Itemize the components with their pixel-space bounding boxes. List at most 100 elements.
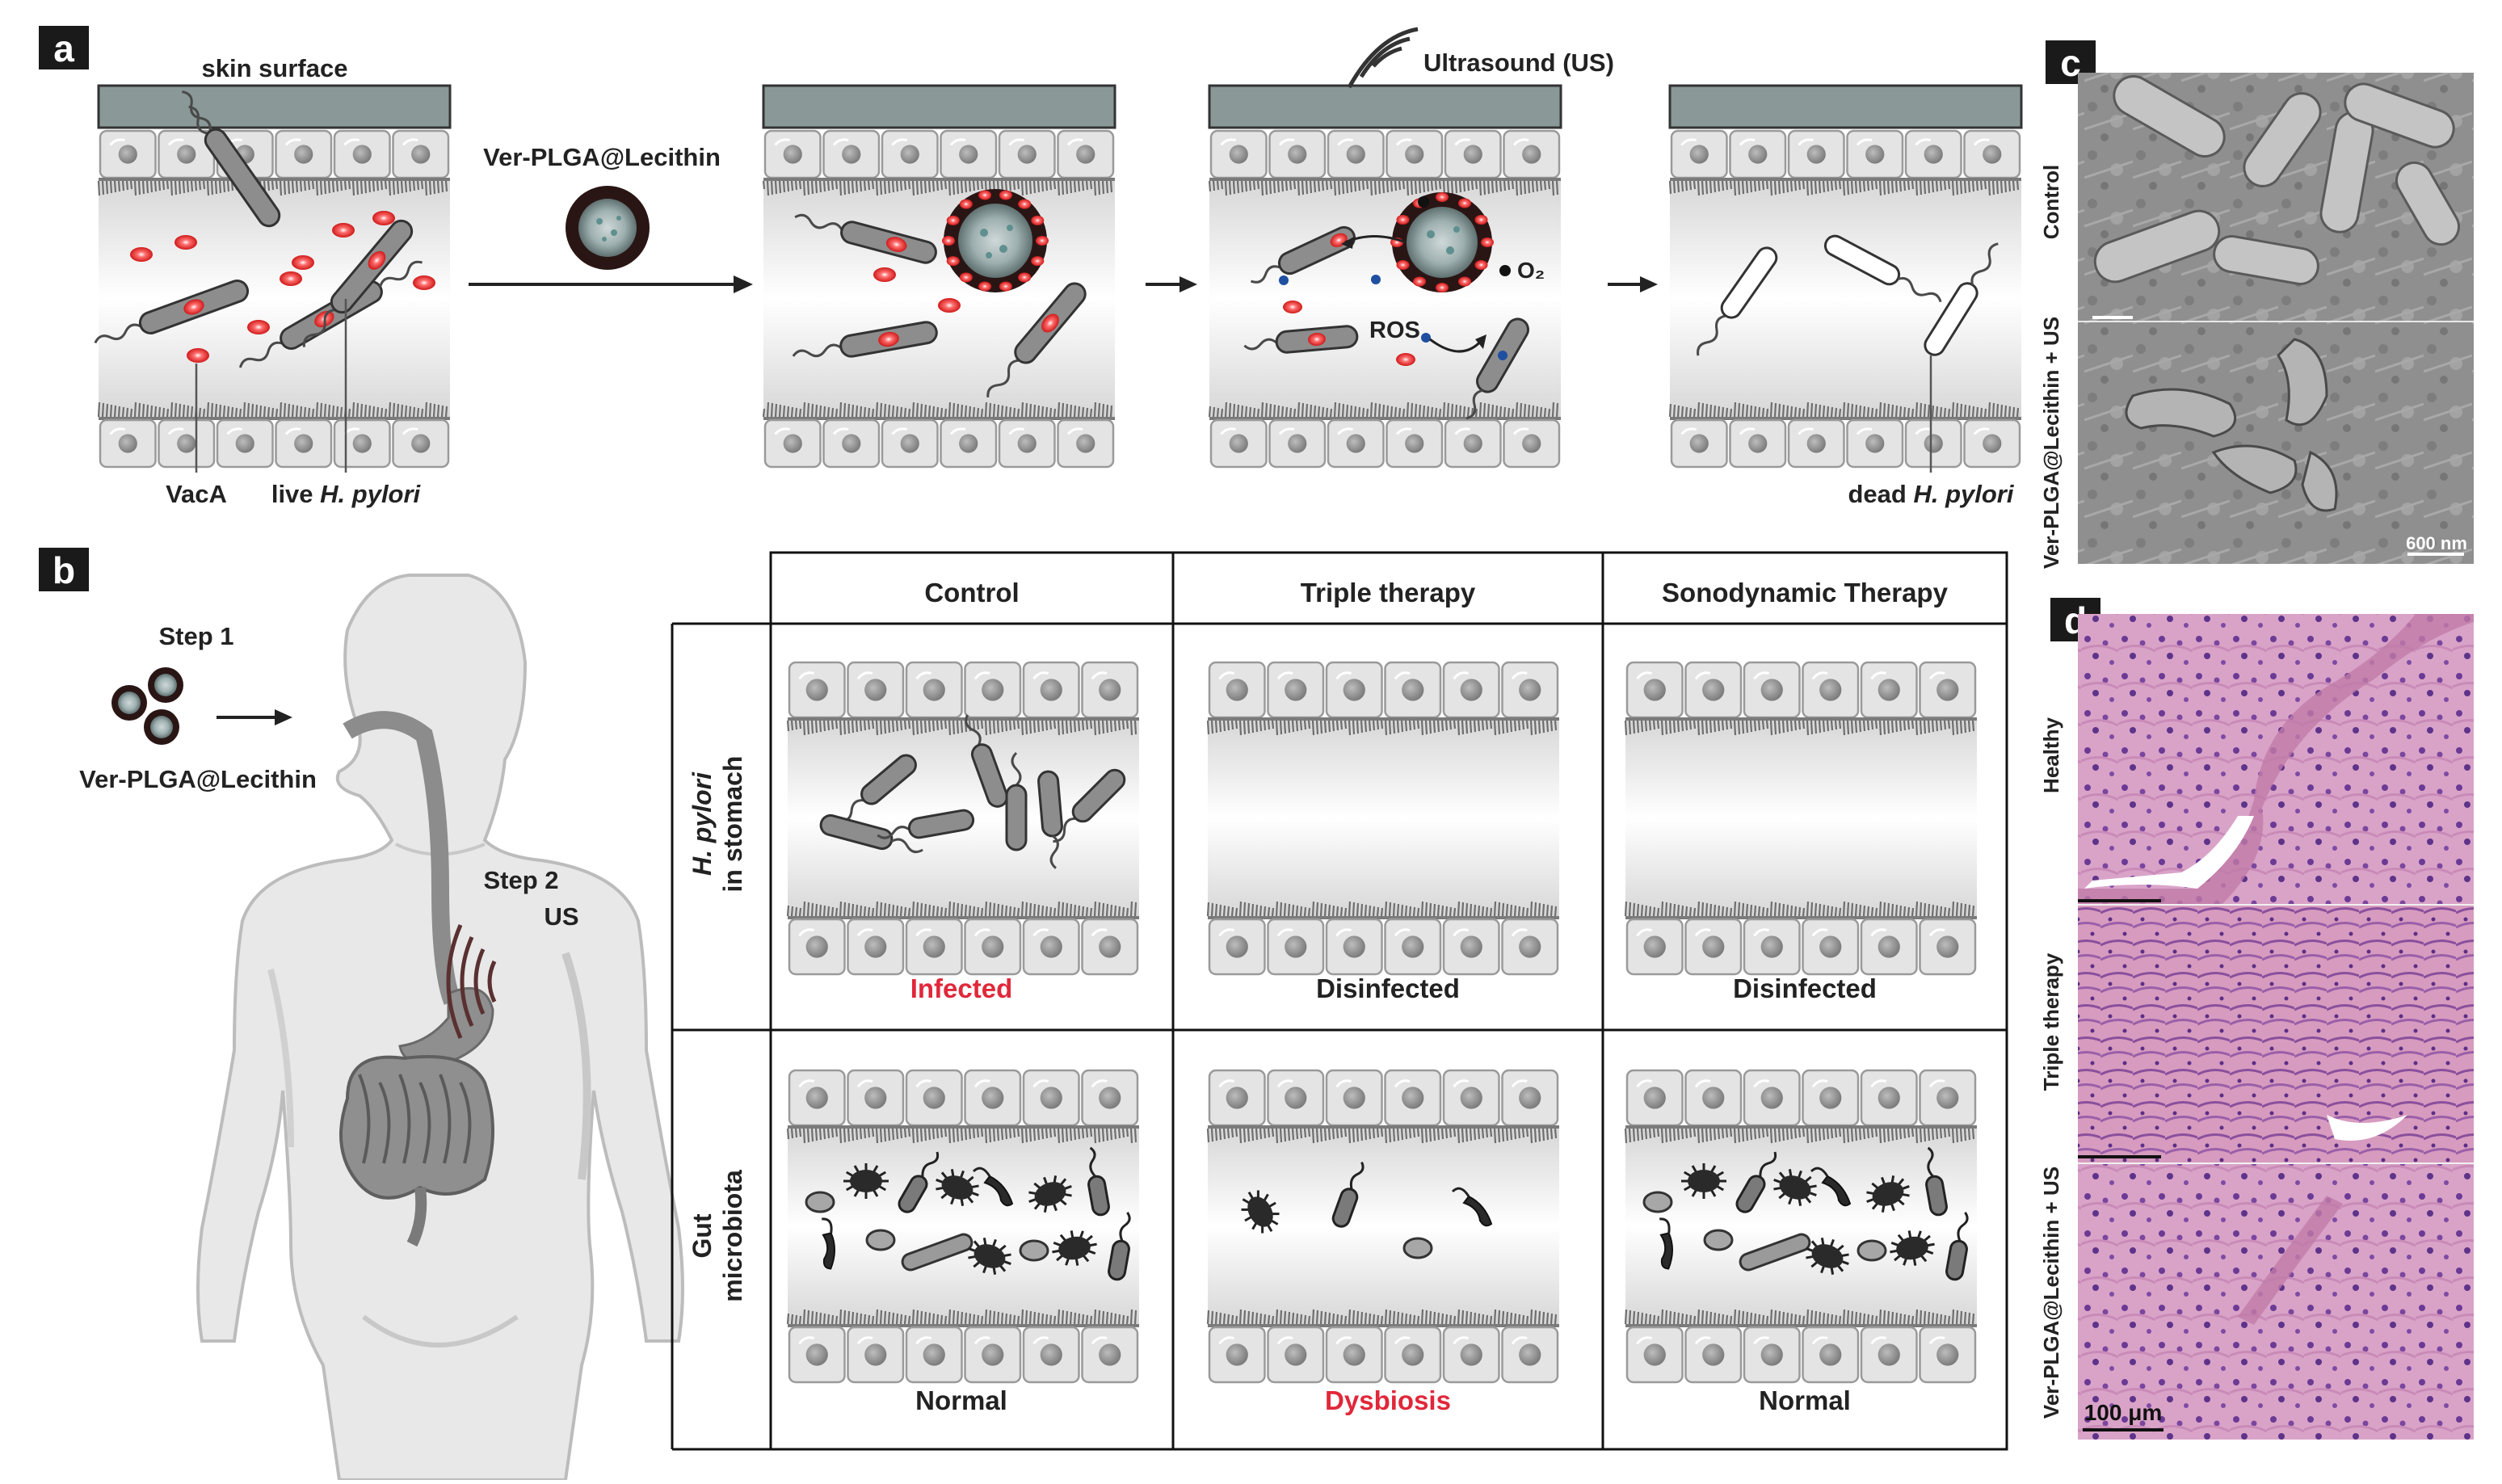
ros-arrow bbox=[1429, 338, 1484, 353]
ultrasound-label: Ultrasound (US) bbox=[1423, 48, 1614, 77]
panel-a-letter: a bbox=[53, 27, 74, 69]
he-triple-label: Triple therapy bbox=[2039, 952, 2063, 1091]
panel-a: a skin surface bbox=[39, 26, 2023, 508]
us-waves-b bbox=[446, 924, 497, 1039]
vaca-toxin bbox=[938, 298, 961, 313]
bacterium bbox=[1465, 317, 1529, 420]
control-h-pylori-group bbox=[819, 714, 1126, 869]
ver-plga-lecithin-particle bbox=[1392, 192, 1492, 292]
live-h-pylori-bacterium bbox=[302, 219, 414, 347]
step1-label: Step 1 bbox=[158, 622, 233, 650]
sem-image-treated bbox=[2078, 322, 2474, 564]
ros-label: ROS bbox=[1369, 317, 1420, 343]
vaca-toxin-group bbox=[130, 211, 435, 363]
vaca-toxin bbox=[1396, 353, 1415, 366]
particles-step1 bbox=[111, 667, 183, 745]
dead-h-pylori-bacterium bbox=[1924, 242, 1999, 356]
status-normal: Normal bbox=[915, 1385, 1007, 1415]
row-label-in-stomach: in stomach bbox=[718, 756, 747, 893]
comparison-table: Control Triple therapy Sonodynamic Thera… bbox=[671, 551, 2008, 1451]
ros-dot bbox=[1421, 333, 1431, 343]
sem-rods-control bbox=[2093, 75, 2460, 285]
vaca-toxin bbox=[175, 235, 197, 250]
he-image-treated bbox=[2078, 1163, 2474, 1440]
panel-b: b Step 1 Ver-PLGA@ bbox=[39, 548, 2008, 1482]
vaca-toxin bbox=[372, 211, 395, 225]
tissue-block-3 bbox=[1208, 84, 1562, 469]
vaca-toxin bbox=[280, 271, 302, 286]
arrow-a2-head bbox=[1180, 276, 1197, 292]
column-header: Sonodynamic Therapy bbox=[1662, 578, 1949, 607]
gut-microbiota-normal bbox=[805, 1146, 1131, 1281]
dead-h-pylori-bacterium bbox=[1823, 234, 1942, 303]
skin-surface-label: skin surface bbox=[202, 54, 348, 82]
bacterium bbox=[792, 321, 938, 358]
vaca-toxin bbox=[247, 320, 270, 334]
column-header: Control bbox=[924, 578, 1019, 607]
arrow-a1-head bbox=[734, 275, 753, 293]
tissue-control-gut bbox=[786, 1069, 1139, 1384]
live-bacteria-group bbox=[94, 90, 423, 368]
vaca-bound-ring bbox=[942, 190, 1049, 292]
human-body-illustration bbox=[196, 574, 684, 1482]
sem-treated-label: Ver-PLGA@Lecithin + US bbox=[2039, 317, 2063, 569]
row-label-microbiota: microbiota bbox=[718, 1170, 747, 1302]
row-label-h-pylori: H. pylori bbox=[688, 771, 717, 876]
status-disinfected: Disinfected bbox=[1733, 973, 1877, 1003]
bacterium bbox=[986, 282, 1087, 398]
vaca-toxin bbox=[413, 275, 435, 290]
ros-dot bbox=[1371, 275, 1381, 284]
vaca-toxin bbox=[332, 223, 355, 238]
sem-control-label: Control bbox=[2039, 165, 2063, 239]
oxygen-dot bbox=[1499, 265, 1511, 276]
gut-microbiota-normal bbox=[1642, 1146, 1969, 1281]
live-h-pylori-label: live H. pylori bbox=[271, 480, 422, 508]
tissue-block-4 bbox=[1668, 84, 2023, 469]
step2-label: Step 2 bbox=[483, 866, 558, 894]
tissue-block-2 bbox=[762, 84, 1116, 469]
sem-rods-treated bbox=[2125, 338, 2338, 512]
ros-dot bbox=[1279, 275, 1289, 285]
tissue-block-1 bbox=[97, 84, 452, 469]
intestines bbox=[339, 1055, 494, 1247]
he-image-triple-therapy bbox=[2078, 905, 2474, 1163]
panel-d: d 100 μm Healthy Triple therapy Ver-PLGA… bbox=[2039, 598, 2474, 1440]
he-healthy-label: Healthy bbox=[2039, 717, 2063, 793]
agent-label-a: Ver-PLGA@Lecithin bbox=[483, 143, 721, 171]
status-infected: Infected bbox=[910, 973, 1013, 1003]
ultrasound-waves-a bbox=[1347, 27, 1419, 89]
agent-label-b: Ver-PLGA@Lecithin bbox=[79, 765, 317, 793]
tissue-sdt-gut bbox=[1624, 1069, 1977, 1384]
particle-binding-group bbox=[792, 189, 1087, 398]
sem-scale-label: 600 nm bbox=[2406, 533, 2467, 553]
dead-h-pylori-bacterium bbox=[1697, 246, 1778, 356]
ver-plga-lecithin-particle bbox=[944, 189, 1047, 292]
gut-microbiota-dysbiosis bbox=[1241, 1161, 1493, 1259]
dead-bacteria-group bbox=[1697, 234, 1999, 356]
oxygen-dot bbox=[1418, 196, 1429, 208]
us-label-b: US bbox=[544, 902, 578, 931]
ver-plga-lecithin-particle bbox=[566, 186, 650, 270]
tissue-triple-gut bbox=[1206, 1069, 1559, 1384]
vaca-toxin bbox=[130, 247, 153, 262]
dead-h-pylori-label: dead H. pylori bbox=[1848, 480, 2015, 508]
panel-c-letter: c bbox=[2060, 42, 2081, 84]
status-dysbiosis: Dysbiosis bbox=[1325, 1385, 1451, 1415]
column-header: Triple therapy bbox=[1301, 578, 1476, 607]
row-label-gut: Gut bbox=[688, 1213, 717, 1258]
arrow-a3-head bbox=[1640, 276, 1658, 292]
sonodynamic-group: O₂ ROS bbox=[1243, 192, 1545, 420]
status-normal: Normal bbox=[1759, 1385, 1851, 1415]
vaca-toxin bbox=[1283, 301, 1302, 313]
panel-b-badge bbox=[39, 548, 89, 591]
vaca-toxin bbox=[292, 255, 314, 270]
status-disinfected: Disinfected bbox=[1316, 973, 1460, 1003]
bacterium bbox=[794, 213, 937, 264]
bacterium bbox=[1243, 325, 1359, 354]
vaca-label: VacA bbox=[166, 480, 227, 508]
live-h-pylori-bacterium bbox=[94, 280, 250, 344]
tissue-triple-stomach bbox=[1206, 661, 1559, 976]
o2-label: O₂ bbox=[1517, 258, 1545, 283]
